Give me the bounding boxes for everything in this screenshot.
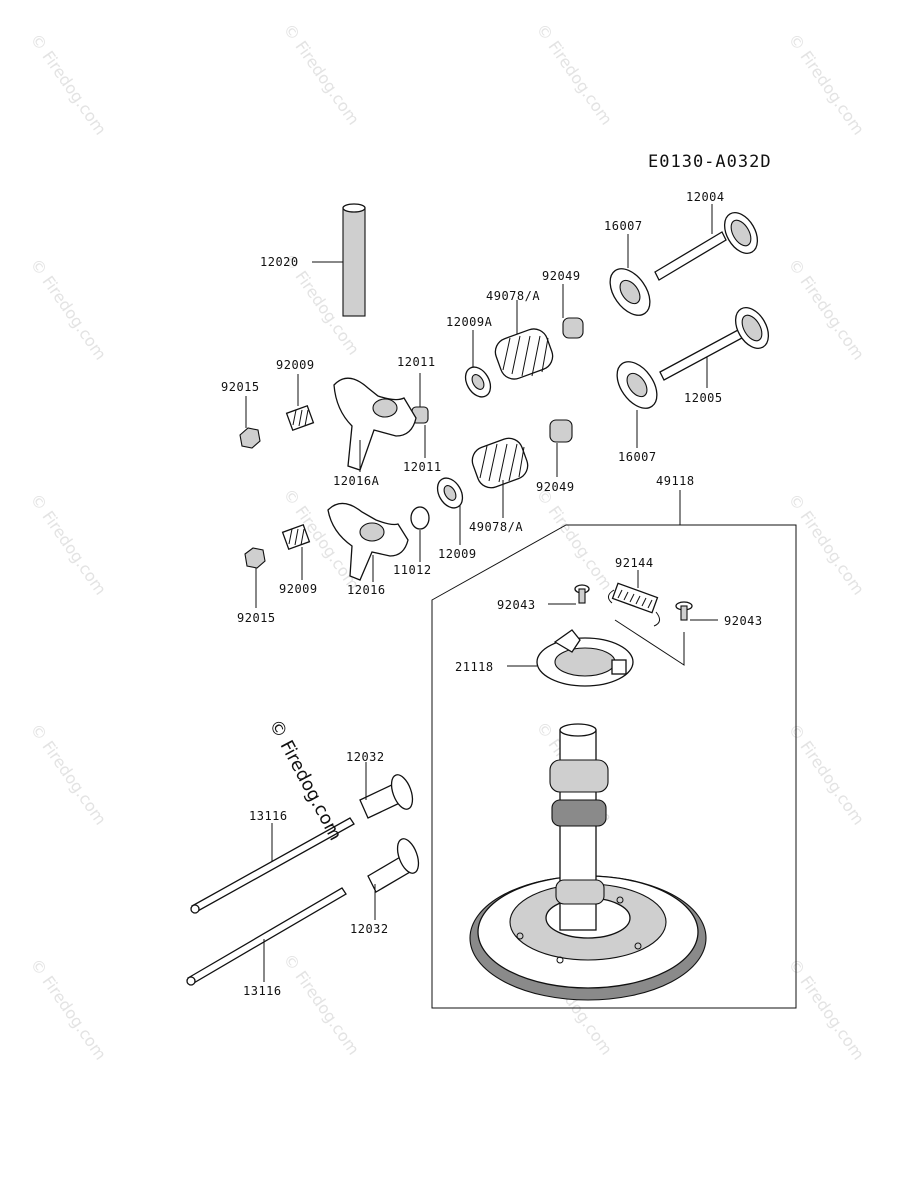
camshaft-assembly-box-49118 xyxy=(431,490,797,1009)
label-49118: 49118 xyxy=(656,474,695,488)
label-49078a: 49078/A xyxy=(469,520,524,534)
diagram-code: E0130-A032D xyxy=(648,152,772,172)
label-92009: 92009 xyxy=(276,358,315,372)
rocker-arm-12016 xyxy=(327,502,409,582)
label-12016: 12016 xyxy=(347,583,386,597)
nut-92015-bottom xyxy=(244,547,266,608)
tappet-12032-bottom xyxy=(367,838,420,920)
label-11012: 11012 xyxy=(393,563,432,577)
tappet-12032-top xyxy=(359,762,414,819)
screw-92009-bottom xyxy=(281,523,311,580)
push-rod-13116-bottom xyxy=(186,887,347,986)
washer-16007-top xyxy=(609,234,651,316)
label-49078a: 49078/A xyxy=(486,289,541,303)
rocker-arm-12016a xyxy=(333,377,417,472)
label-16007: 16007 xyxy=(604,219,643,233)
label-12011: 12011 xyxy=(397,355,436,369)
label-21118: 21118 xyxy=(455,660,494,674)
washer-16007-bottom xyxy=(616,361,658,448)
label-12011: 12011 xyxy=(403,460,442,474)
label-92144: 92144 xyxy=(615,556,654,570)
label-12005: 12005 xyxy=(684,391,723,405)
label-12016a: 12016A xyxy=(333,474,380,488)
label-12032: 12032 xyxy=(350,922,389,936)
camshaft-gear xyxy=(469,723,707,1001)
label-12020: 12020 xyxy=(260,255,299,269)
label-16007: 16007 xyxy=(618,450,657,464)
label-92043: 92043 xyxy=(497,598,536,612)
cap-92049-top xyxy=(562,284,584,339)
shaft-12020 xyxy=(312,203,366,317)
label-92049: 92049 xyxy=(542,269,581,283)
spring-49078a-bottom xyxy=(471,437,529,518)
spring-49078a-top xyxy=(494,300,554,380)
screw-92009-top xyxy=(285,374,315,432)
label-92043: 92043 xyxy=(724,614,763,628)
valve-12004 xyxy=(654,204,759,281)
label-12009: 12009 xyxy=(438,547,477,561)
governor-plate-21118 xyxy=(507,629,634,687)
label-13116: 13116 xyxy=(243,984,282,998)
nut-92015-top xyxy=(239,396,261,449)
label-92049: 92049 xyxy=(536,480,575,494)
pin-92043-right xyxy=(614,601,718,666)
cap-92049-bottom xyxy=(549,419,573,477)
label-12009a: 12009A xyxy=(446,315,493,329)
spring-92144 xyxy=(608,570,660,627)
washer-12009a xyxy=(464,330,492,398)
washer-12009 xyxy=(436,477,464,545)
label-12004: 12004 xyxy=(686,190,725,204)
label-92015: 92015 xyxy=(221,380,260,394)
label-13116: 13116 xyxy=(249,809,288,823)
push-rod-13116-top xyxy=(190,817,355,914)
part-11012 xyxy=(410,506,430,562)
label-92015: 92015 xyxy=(237,611,276,625)
pin-92043-left xyxy=(548,584,590,605)
label-92009: 92009 xyxy=(279,582,318,596)
label-12032: 12032 xyxy=(346,750,385,764)
valve-12005 xyxy=(659,307,770,388)
